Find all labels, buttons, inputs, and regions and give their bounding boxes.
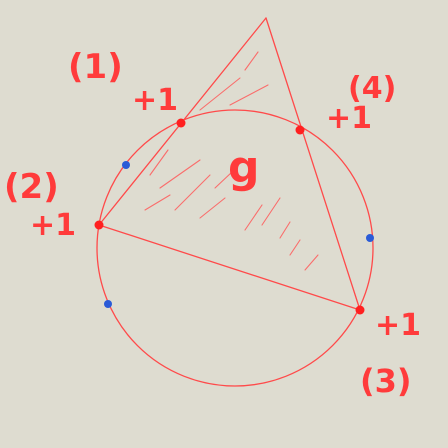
line-2-to-3 — [98, 224, 361, 311]
point-3-index: (3) — [360, 362, 412, 400]
point-4-index: (4) — [348, 71, 396, 106]
blue-dot-a — [122, 161, 130, 169]
red-points — [94, 118, 365, 315]
point-2-index: (2) — [4, 167, 59, 207]
hatching — [144, 51, 319, 271]
point-3-value: +1 — [375, 308, 421, 343]
point-1-index: (1) — [68, 47, 123, 87]
point-2-value: +1 — [30, 208, 76, 243]
line-apex-to-3 — [265, 17, 361, 311]
blue-dot-b — [366, 234, 374, 242]
point-4-dot — [295, 125, 305, 135]
region-letter: g — [228, 142, 260, 193]
point-4-value: +1 — [326, 101, 372, 136]
point-1-dot — [176, 118, 186, 128]
blue-dot-c — [104, 300, 112, 308]
main-circle — [96, 109, 374, 387]
blue-points — [104, 161, 374, 308]
point-3-dot — [355, 305, 365, 315]
point-2-dot — [94, 220, 104, 230]
point-1-value: +1 — [132, 83, 178, 118]
